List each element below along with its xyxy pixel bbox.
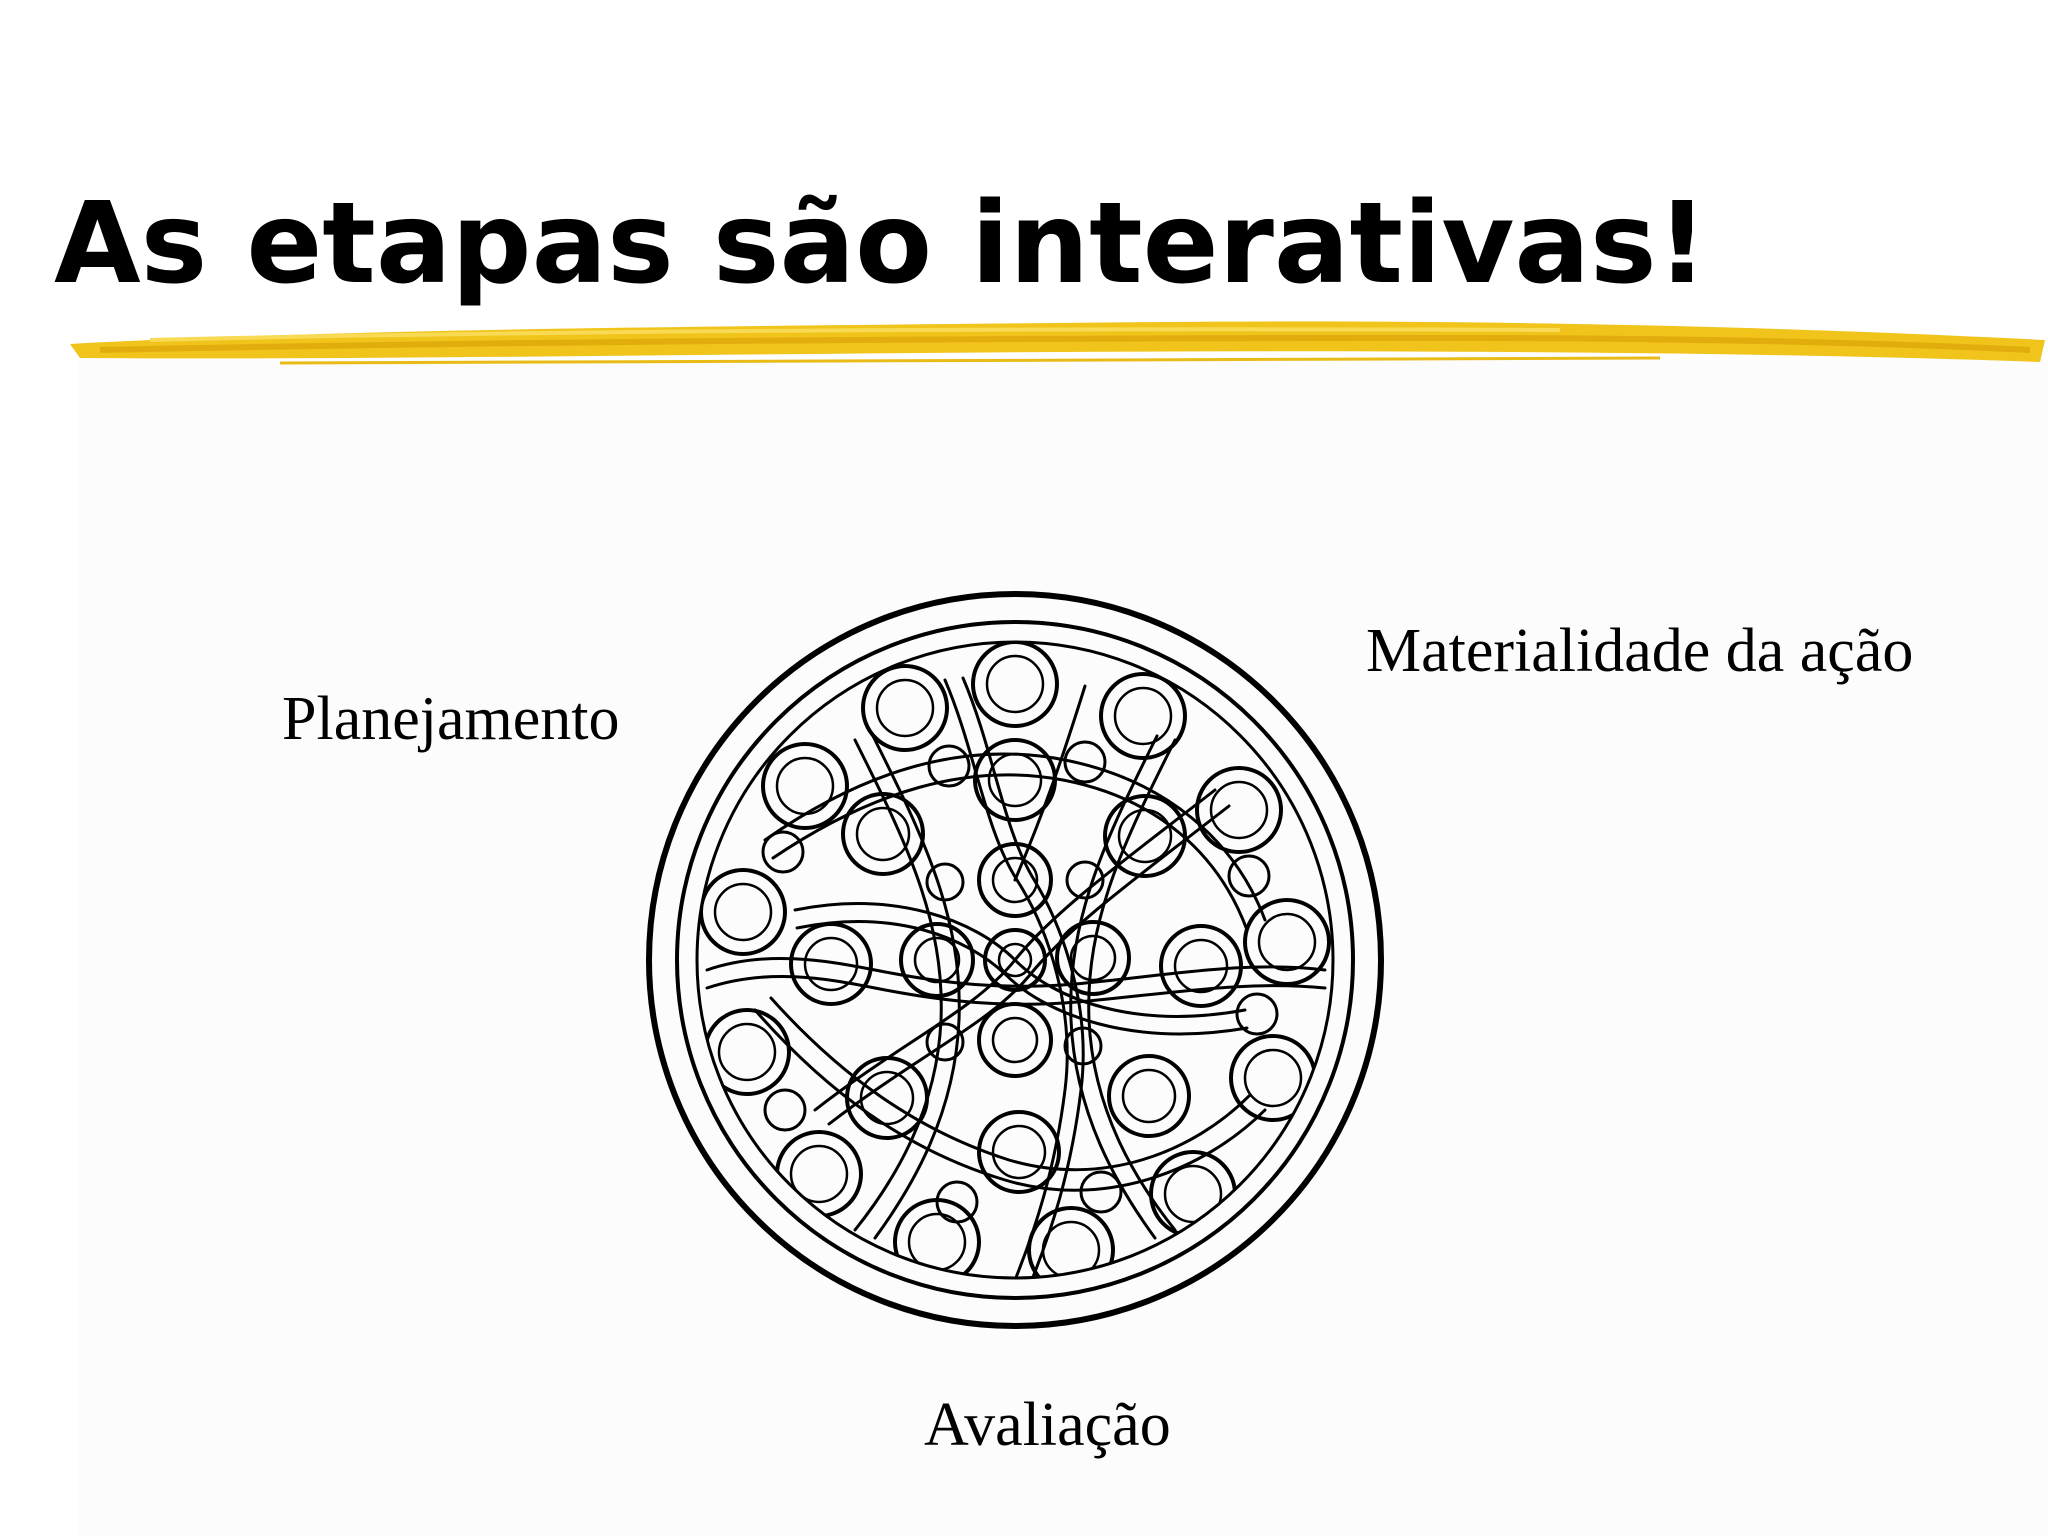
label-avaliacao: Avaliação (924, 1391, 1171, 1459)
label-planejamento: Planejamento (282, 685, 620, 753)
slide-title: As etapas são interativas! (54, 179, 1708, 309)
label-materialidade-da-acao: Materialidade da ação (1366, 617, 1914, 685)
celtic-knot-icon (646, 591, 1384, 1329)
title-highlight-stroke (70, 321, 2045, 365)
